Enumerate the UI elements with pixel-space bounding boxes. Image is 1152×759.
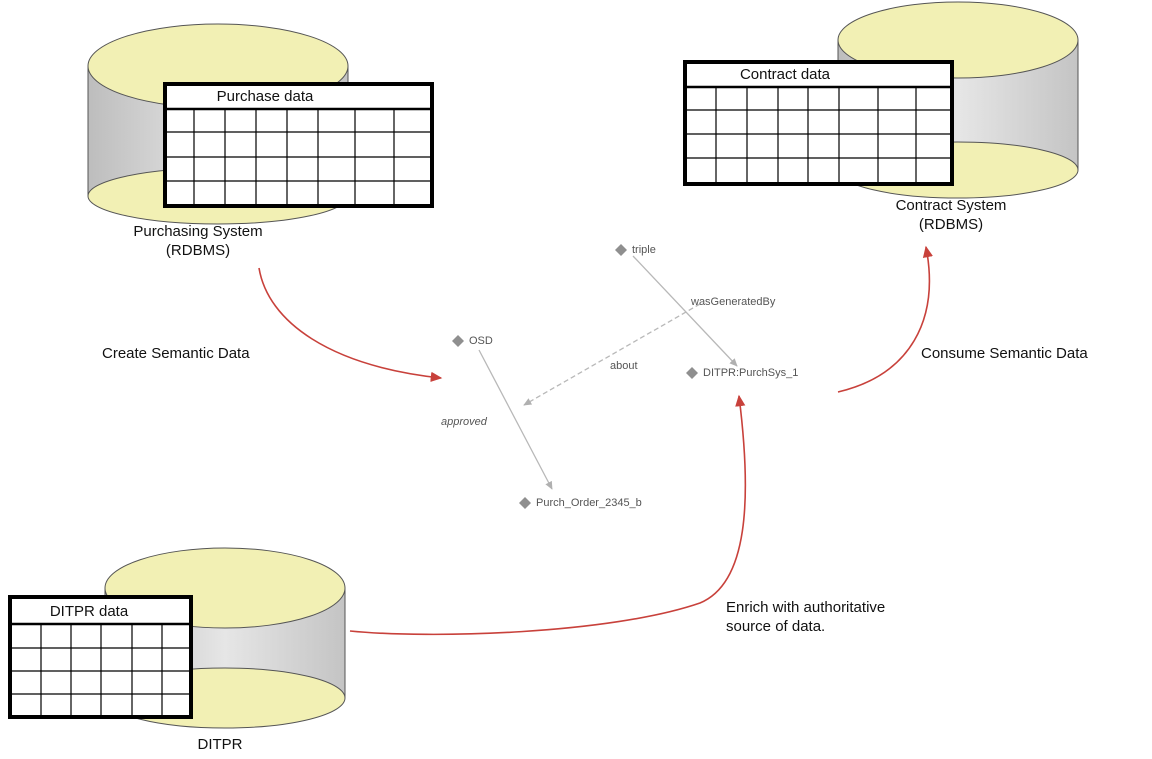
edge-approved-line	[478, 349, 553, 490]
consume-arrow	[837, 245, 933, 393]
contract-system-caption: Contract System (RDBMS)	[856, 196, 1046, 234]
contract-data-table	[683, 60, 954, 186]
purchasing-system-name: Purchasing System	[133, 223, 263, 240]
enrich-label-line2: source of data.	[726, 618, 826, 635]
node-osd-diamond	[452, 335, 464, 347]
edge-about-line	[523, 303, 701, 406]
edge-was-generated-by-line	[632, 255, 738, 367]
create-arrow	[258, 267, 443, 382]
enrich-arrow	[349, 394, 747, 636]
consume-semantic-data-label: Consume Semantic Data	[921, 345, 1088, 362]
purchasing-system-type: (RDBMS)	[165, 242, 231, 259]
node-purch-order-diamond	[519, 497, 531, 509]
create-semantic-data-label: Create Semantic Data	[102, 345, 250, 362]
ditpr-caption: DITPR	[197, 736, 243, 753]
contract-table-title: Contract data	[739, 66, 831, 83]
enrich-label-line1: Enrich with authoritative	[726, 599, 886, 616]
edge-was-generated-by-label: wasGeneratedBy	[691, 296, 776, 308]
purchase-data-table	[163, 82, 434, 208]
node-ditpr-purchsys-diamond	[686, 367, 698, 379]
node-ditpr-purchsys-label: DITPR:PurchSys_1	[703, 367, 799, 379]
enrich-label: Enrich with authoritative source of data…	[726, 598, 885, 636]
ditpr-data-table	[8, 595, 193, 719]
edge-approved-label: approved	[441, 416, 487, 428]
edge-about-label: about	[610, 360, 638, 372]
node-triple-diamond	[615, 244, 627, 256]
purchasing-system-caption: Purchasing System (RDBMS)	[98, 222, 298, 260]
purchase-table-title: Purchase data	[216, 88, 314, 105]
node-osd-label: OSD	[469, 335, 493, 347]
node-triple-label: triple	[632, 244, 656, 256]
ditpr-table-title: DITPR data	[49, 603, 129, 620]
node-purch-order-label: Purch_Order_2345_b	[536, 497, 642, 509]
contract-system-name: Contract System	[895, 197, 1007, 214]
contract-system-type: (RDBMS)	[918, 216, 984, 233]
